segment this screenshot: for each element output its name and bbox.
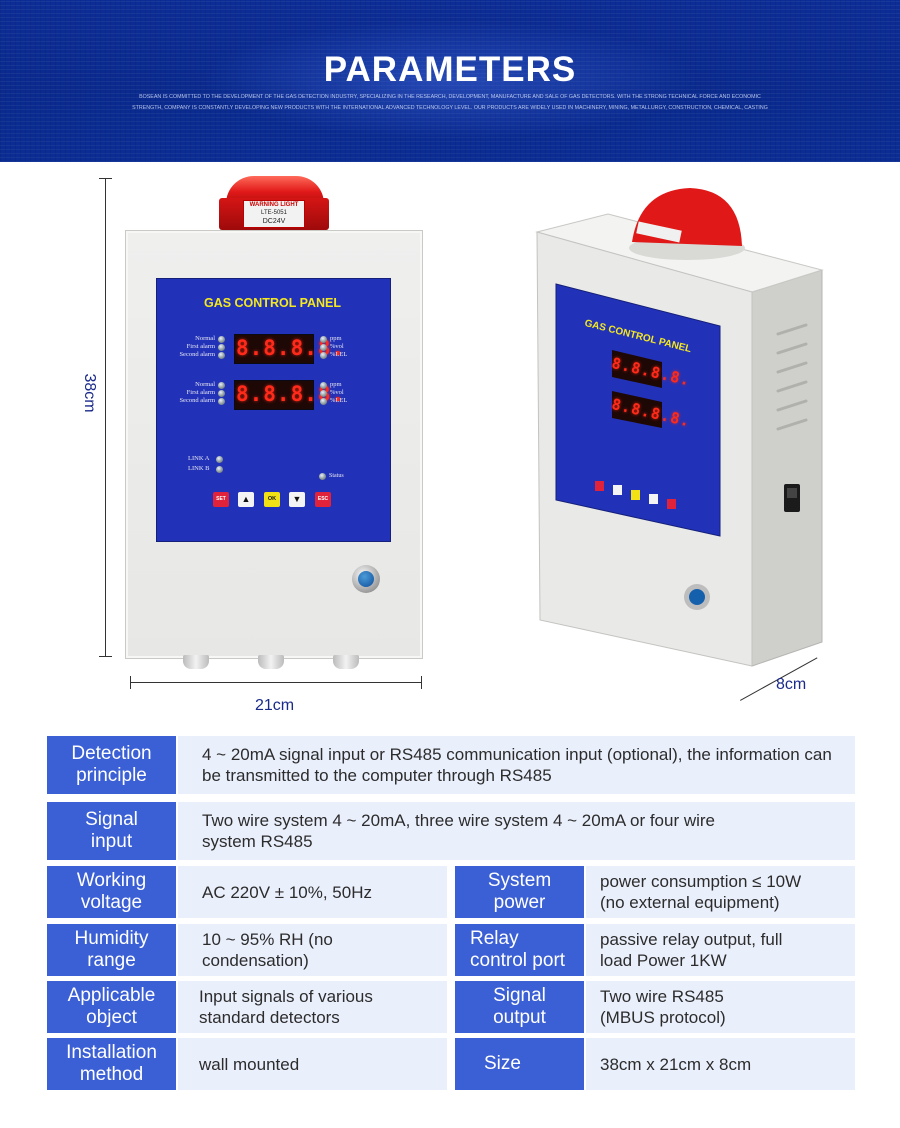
cable-gland-left (183, 655, 209, 669)
height-dimension-cap-top (99, 178, 112, 179)
ch2-led-vol (320, 390, 327, 397)
ch1-unit-ppm: ppm (330, 335, 342, 342)
ch1-led-lel (320, 352, 327, 359)
ch1-led-ppm (320, 336, 327, 343)
spec-value-humidity-range: 10 ~ 95% RH (no condensation) (178, 924, 447, 976)
spec-label-size: Size (455, 1038, 584, 1090)
banner-texture (0, 0, 900, 162)
ch2-label-first-alarm: First alarm (186, 389, 215, 396)
cable-gland-right (333, 655, 359, 669)
ch2-label-second-alarm: Second alarm (179, 397, 215, 404)
ch1-unit-vol: %vol (330, 343, 344, 350)
spec-label-humidity-range: Humidity range (47, 924, 176, 976)
banner-subtitle: BOSEAN IS COMMITTED TO THE DEVELOPMENT O… (132, 94, 768, 111)
status-label: Status (329, 473, 344, 479)
ch2-unit-vol: %vol (330, 389, 344, 396)
ch1-led-normal (218, 336, 225, 343)
spec-label-installation-method: Installation method (47, 1038, 176, 1090)
warning-beacon-sticker: WARNING LIGHT LTE-5051 DC24V (243, 200, 305, 228)
ch2-led-ppm (320, 382, 327, 389)
front-panel-title: GAS CONTROL PANEL (203, 296, 342, 310)
link-b-label: LINK B (188, 465, 210, 472)
key-lock-icon (352, 565, 380, 593)
page-title: PARAMETERS (323, 50, 577, 89)
ch1-label-normal: Normal (195, 335, 215, 342)
spec-label-signal-input: Signal input (47, 802, 176, 860)
ch1-unit-lel: %LEL (330, 351, 348, 358)
depth-dimension-label: 8cm (776, 676, 807, 693)
spec-label-relay-control-port: Relay control port (455, 924, 584, 976)
spec-label-detection-principle: Detection principle (47, 736, 176, 794)
header-banner: PARAMETERS BOSEAN IS COMMITTED TO THE DE… (0, 0, 900, 162)
front-set-button[interactable]: SET (213, 492, 229, 507)
ch2-led-lel (320, 398, 327, 405)
spec-value-applicable-object: Input signals of various standard detect… (178, 981, 447, 1033)
ch1-label-first-alarm: First alarm (186, 343, 215, 350)
link-b-led (216, 466, 223, 473)
link-a-led (216, 456, 223, 463)
warning-light-model: LTE-5051 (261, 210, 287, 216)
spec-label-working-voltage: Working voltage (47, 866, 176, 918)
spec-value-signal-input: Two wire system 4 ~ 20mA, three wire sys… (178, 802, 855, 860)
spec-value-signal-output: Two wire RS485 (MBUS protocol) (586, 981, 855, 1033)
width-dimension-label: 21cm (255, 697, 295, 714)
width-dimension-cap-right (421, 676, 422, 689)
spec-label-applicable-object: Applicable object (47, 981, 176, 1033)
banner-glow (200, 20, 700, 140)
ch2-display (234, 380, 314, 410)
spec-label-signal-output: Signal output (455, 981, 584, 1033)
ch2-label-normal: Normal (195, 381, 215, 388)
ch2-led-second-alarm (218, 398, 225, 405)
link-a-label: LINK A (188, 455, 210, 462)
ch2-unit-lel: %LEL (330, 397, 348, 404)
spec-value-detection-principle: 4 ~ 20mA signal input or RS485 communica… (178, 736, 855, 794)
angled-enclosure (535, 188, 824, 667)
ch2-led-first-alarm (218, 390, 225, 397)
spec-value-relay-control-port: passive relay output, full load Power 1K… (586, 924, 855, 976)
width-dimension-cap-left (130, 676, 131, 689)
width-dimension-line (130, 682, 422, 683)
ch1-led-first-alarm (218, 344, 225, 351)
spec-value-size: 38cm x 21cm x 8cm (586, 1038, 855, 1090)
spec-value-working-voltage: AC 220V ± 10%, 50Hz (178, 866, 447, 918)
cable-gland-middle (258, 655, 284, 669)
spec-value-installation-method: wall mounted (178, 1038, 447, 1090)
front-down-button[interactable]: ▼ (289, 492, 305, 507)
front-up-button[interactable]: ▲ (238, 492, 254, 507)
warning-light-voltage: DC24V (262, 218, 286, 225)
ch1-label-second-alarm: Second alarm (179, 351, 215, 358)
spec-label-system-power: System power (455, 866, 584, 918)
ch1-led-vol (320, 344, 327, 351)
height-dimension-cap-bottom (99, 656, 112, 657)
height-dimension-line (105, 178, 106, 657)
warning-light-title: WARNING LIGHT (249, 202, 299, 208)
front-ok-button[interactable]: OK (264, 492, 280, 507)
ch2-led-normal (218, 382, 225, 389)
front-esc-button[interactable]: ESC (315, 492, 331, 507)
ch2-unit-ppm: ppm (330, 381, 342, 388)
status-led (319, 473, 326, 480)
ch1-led-second-alarm (218, 352, 225, 359)
ch1-display (234, 334, 314, 364)
spec-value-system-power: power consumption ≤ 10W (no external equ… (586, 866, 855, 918)
